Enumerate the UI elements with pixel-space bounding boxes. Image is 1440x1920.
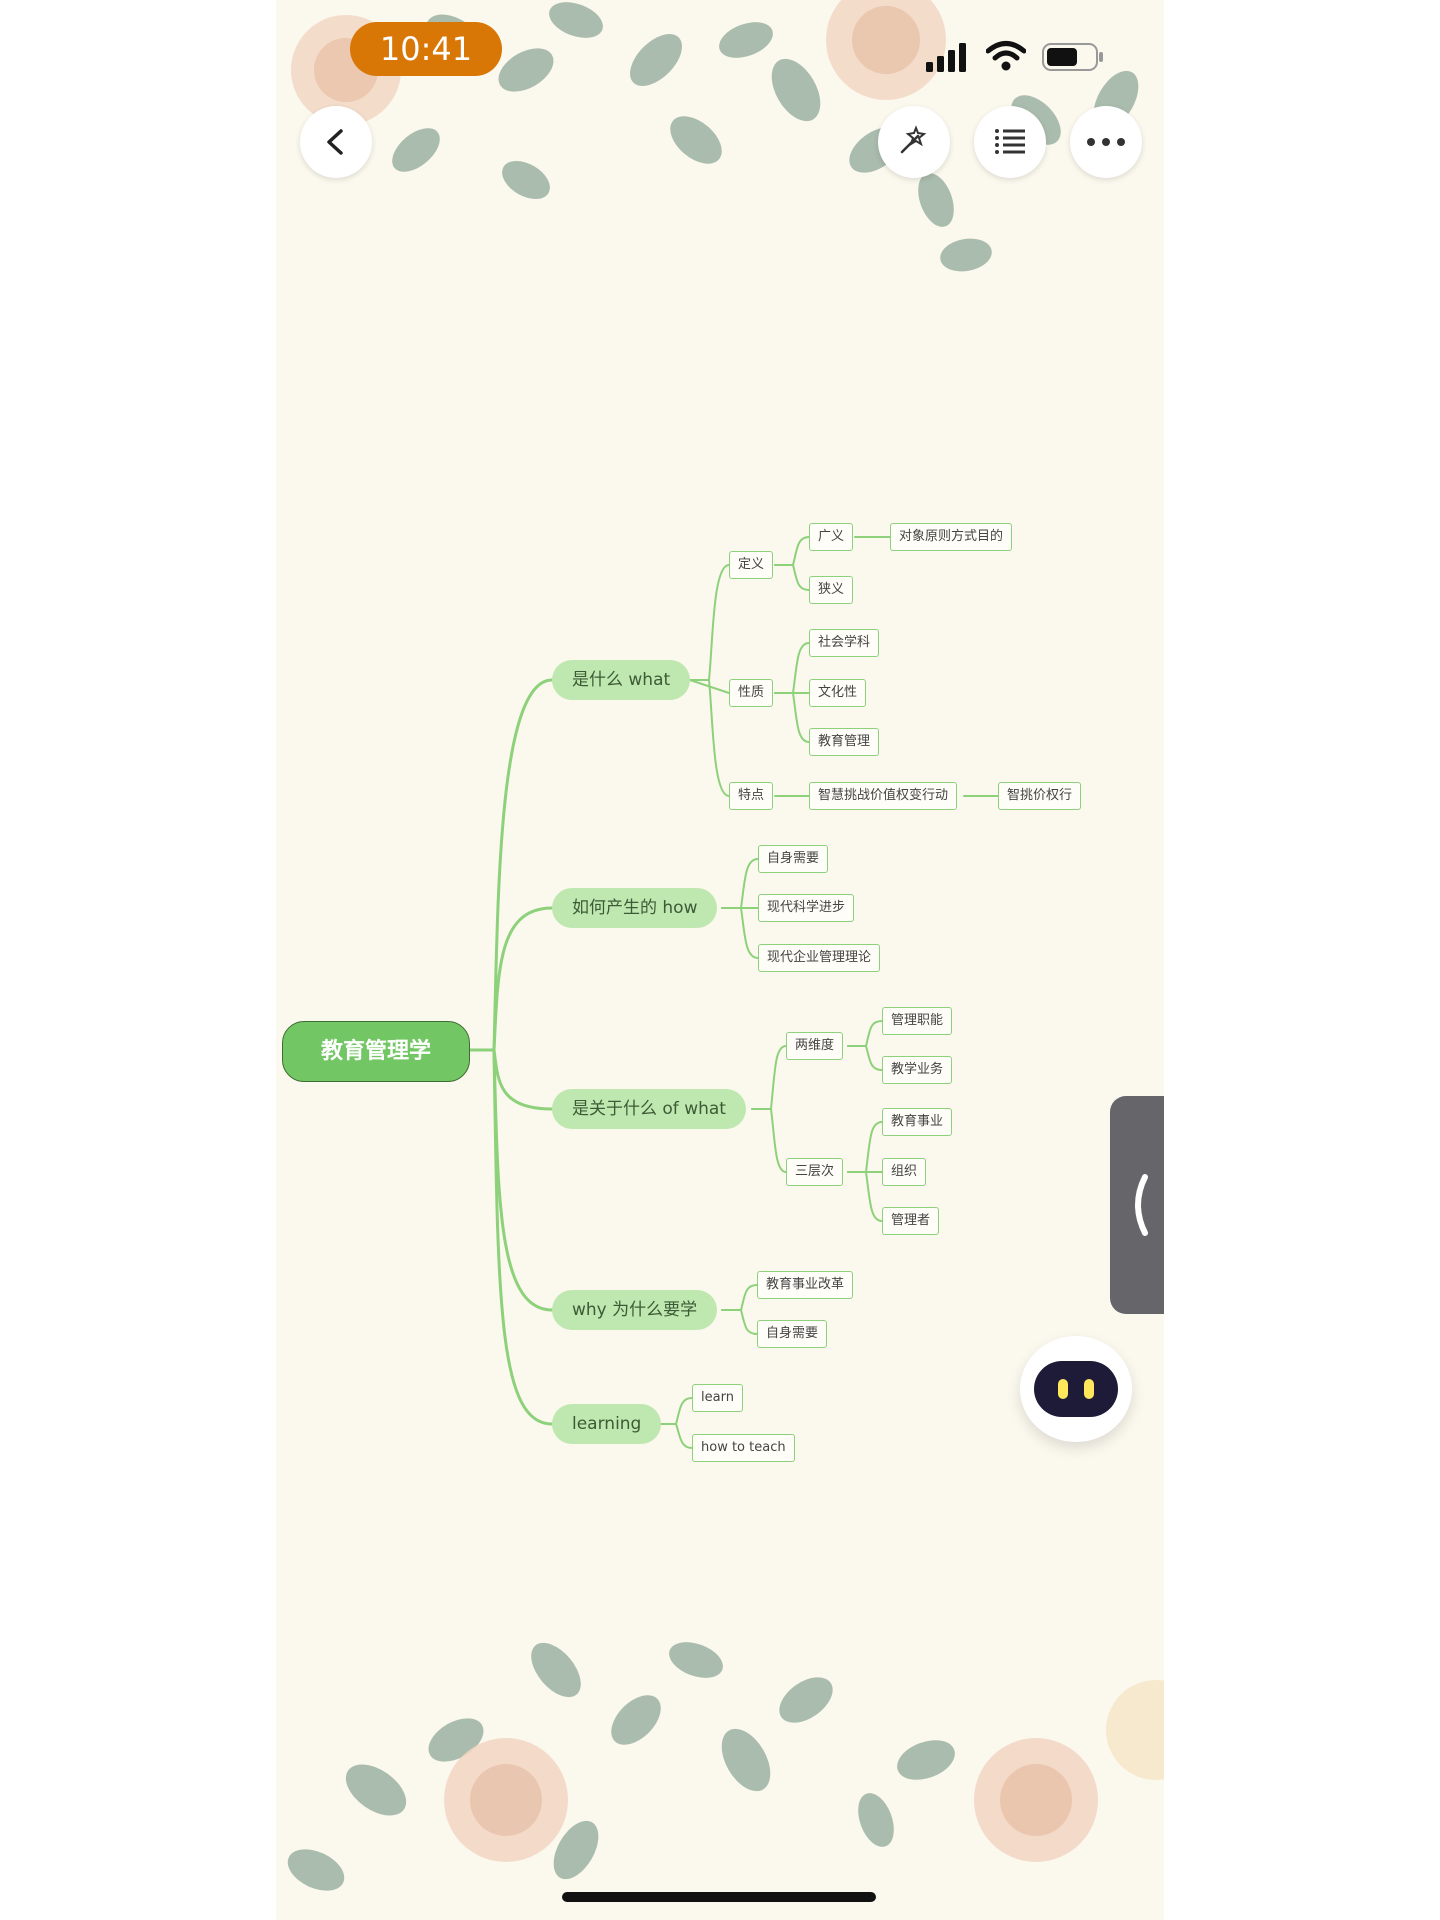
node-three-levels[interactable]: 三层次 xyxy=(786,1158,844,1186)
node-learning-item[interactable]: how to teach xyxy=(692,1434,795,1462)
back-arrow-icon xyxy=(327,129,343,155)
node-three-levels-item[interactable]: 管理者 xyxy=(882,1207,940,1235)
node-two-dims[interactable]: 两维度 xyxy=(786,1032,844,1060)
robot-icon xyxy=(1034,1361,1118,1417)
node-why-item[interactable]: 教育事业改革 xyxy=(757,1271,854,1299)
node-learning[interactable]: learning xyxy=(552,1404,662,1444)
node-definition[interactable]: 定义 xyxy=(729,551,774,579)
chevron-left-icon xyxy=(1135,1174,1148,1236)
node-two-dims-item[interactable]: 管理职能 xyxy=(882,1007,953,1035)
node-narrow[interactable]: 狭义 xyxy=(809,576,854,604)
node-two-dims-item[interactable]: 教学业务 xyxy=(882,1056,953,1084)
robot-eye xyxy=(1084,1379,1094,1399)
node-features-item[interactable]: 智慧挑战价值权变行动 xyxy=(809,782,958,810)
outline-button[interactable] xyxy=(974,106,1046,178)
node-features[interactable]: 特点 xyxy=(729,782,774,810)
more-icon xyxy=(1087,138,1125,146)
side-panel-handle[interactable] xyxy=(1110,1096,1164,1314)
node-how-item[interactable]: 现代企业管理理论 xyxy=(758,944,881,972)
node-three-levels-item[interactable]: 教育事业 xyxy=(882,1108,953,1136)
status-time: 10:41 xyxy=(350,22,502,76)
outline-list-icon xyxy=(995,129,1025,154)
mindmap-connectors xyxy=(466,536,999,1449)
mindmap: 教育管理学 是什么 what 如何产生的 how 是关于什么 of what w… xyxy=(276,0,1164,1920)
wifi-icon xyxy=(986,41,1026,71)
node-broad-detail[interactable]: 对象原则方式目的 xyxy=(890,523,1013,551)
node-what[interactable]: 是什么 what xyxy=(552,660,691,700)
home-indicator[interactable] xyxy=(562,1892,876,1902)
node-three-levels-item[interactable]: 组织 xyxy=(882,1158,927,1186)
phone-screen: 10:41 xyxy=(276,0,1164,1920)
node-why[interactable]: why 为什么要学 xyxy=(552,1290,718,1330)
node-how-item[interactable]: 现代科学进步 xyxy=(758,894,855,922)
node-how[interactable]: 如何产生的 how xyxy=(552,888,718,928)
node-learning-item[interactable]: learn xyxy=(692,1384,743,1412)
node-nature-item[interactable]: 教育管理 xyxy=(809,728,880,756)
assistant-robot-button[interactable] xyxy=(1020,1336,1132,1442)
node-nature-item[interactable]: 文化性 xyxy=(809,679,867,707)
back-button[interactable] xyxy=(300,106,372,178)
magic-wand-button[interactable] xyxy=(878,106,950,178)
node-features-detail[interactable]: 智挑价权行 xyxy=(998,782,1082,810)
node-nature-item[interactable]: 社会学科 xyxy=(809,629,880,657)
node-how-item[interactable]: 自身需要 xyxy=(758,845,829,873)
more-button[interactable] xyxy=(1070,106,1142,178)
cellular-signal-icon xyxy=(926,43,966,72)
battery-icon xyxy=(1042,43,1103,71)
node-nature[interactable]: 性质 xyxy=(729,679,774,707)
node-broad[interactable]: 广义 xyxy=(809,523,854,551)
magic-wand-icon xyxy=(900,125,927,154)
mindmap-root[interactable]: 教育管理学 xyxy=(282,1021,470,1082)
node-why-item[interactable]: 自身需要 xyxy=(757,1320,828,1348)
robot-eye xyxy=(1058,1379,1068,1399)
node-of-what[interactable]: 是关于什么 of what xyxy=(552,1089,746,1129)
